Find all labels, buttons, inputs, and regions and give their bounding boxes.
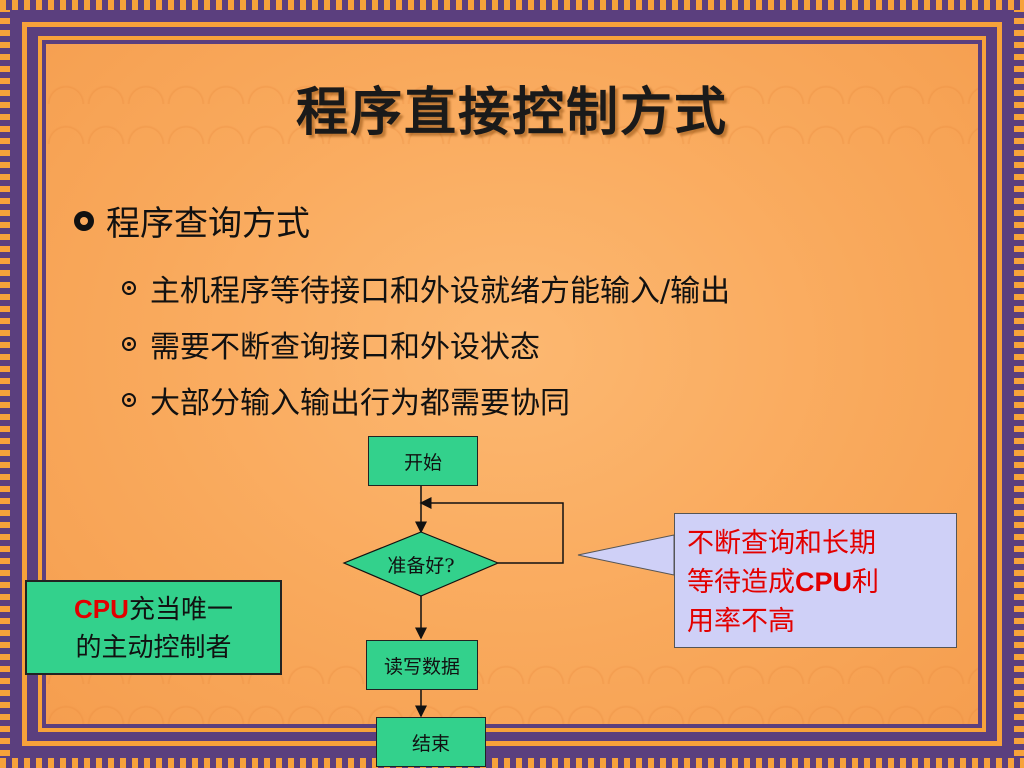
flow-start-box: 开始 (368, 436, 478, 486)
sub-bullet-icon (122, 337, 136, 351)
sub-bullet-icon (122, 281, 136, 295)
border-stripe-inner-left (38, 36, 42, 732)
callout-line1: 不断查询和长期 (687, 528, 876, 559)
sub-bullet-3: 大部分输入输出行为都需要协同 (122, 378, 570, 422)
wave-pattern (46, 104, 978, 144)
cpu-note-line2: 的主动控制者 (75, 633, 232, 663)
callout-pointer (577, 534, 675, 576)
wave-pattern (46, 684, 978, 724)
bullet-icon (74, 210, 94, 231)
bullet-text: 程序查询方式 (106, 204, 310, 244)
sub-bullet-text: 主机程序等待接口和外设就绪方能输入/输出 (150, 274, 731, 309)
callout-text-a: 等待造成 (687, 567, 795, 598)
wave-pattern (46, 64, 978, 104)
border-stripe-top (22, 22, 1002, 27)
sub-bullet-icon (122, 393, 136, 407)
sub-bullet-text: 大部分输入输出行为都需要协同 (150, 386, 570, 421)
cpu-note-box: CPU充当唯一 的主动控制者 (25, 580, 282, 675)
border-stripe-inner-top (38, 36, 986, 40)
callout-text-c: 利 (852, 567, 880, 598)
bullet-level1: 程序查询方式 (74, 196, 310, 245)
callout-cpu: CPU (795, 567, 853, 597)
flow-decision-label: 准备好? (387, 554, 455, 577)
callout-line3: 用率不高 (687, 606, 795, 637)
sub-bullet-text: 需要不断查询接口和外设状态 (150, 330, 540, 365)
border-stripe-inner-bottom (38, 728, 986, 732)
sub-bullet-2: 需要不断查询接口和外设状态 (122, 322, 540, 366)
cpu-label: CPU (74, 594, 129, 624)
border-stripe-inner-right (982, 36, 986, 732)
flow-end-box: 结束 (376, 717, 486, 767)
cpu-note-text1: 充当唯一 (128, 595, 233, 625)
border-stripe-right (997, 22, 1002, 746)
callout-line2: 等待造成CPU利 (687, 563, 944, 602)
decision-diamond (342, 531, 500, 597)
sub-bullet-1: 主机程序等待接口和外设就绪方能输入/输出 (122, 266, 730, 310)
slide-title: 程序直接控制方式 (295, 82, 728, 143)
cpu-note-line1: CPU充当唯一 (27, 590, 280, 629)
border-stripe-left (22, 22, 27, 746)
border-stripe-bottom (22, 741, 1002, 746)
callout-box: 不断查询和长期 等待造成CPU利 用率不高 (674, 513, 957, 648)
flow-read-write-box: 读写数据 (366, 640, 478, 690)
slide-background (46, 44, 978, 724)
arrow-loop-back (419, 497, 564, 564)
